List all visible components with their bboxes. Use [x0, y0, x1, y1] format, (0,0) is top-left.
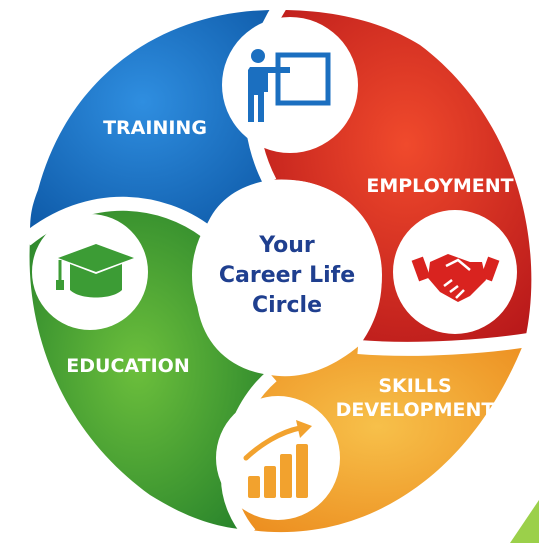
handshake-icon	[411, 254, 500, 302]
rising-bar-chart-icon	[243, 420, 312, 498]
swirl-divider-right	[357, 333, 530, 356]
skills-label-line2: DEVELOPMENT	[336, 399, 495, 421]
skills-label-line1: SKILLS	[378, 375, 451, 397]
skills-icon-badge	[216, 396, 340, 520]
graduation-cap-icon	[56, 244, 134, 298]
corner-accent	[510, 500, 539, 543]
training-label: TRAINING	[103, 117, 207, 139]
center-title-line2: Career Life	[219, 263, 355, 288]
center-circle	[192, 180, 382, 370]
training-icon-badge	[222, 17, 358, 153]
center-title-line1: Your	[258, 233, 315, 258]
center-title-line3: Circle	[252, 293, 322, 318]
swirl-divider-left	[21, 196, 212, 246]
education-label: EDUCATION	[66, 355, 189, 377]
education-icon-badge	[32, 214, 148, 330]
presenter-whiteboard-icon	[248, 49, 331, 122]
employment-icon-badge	[393, 210, 517, 334]
training-segment	[30, 9, 280, 241]
employment-label: EMPLOYMENT	[366, 175, 513, 197]
